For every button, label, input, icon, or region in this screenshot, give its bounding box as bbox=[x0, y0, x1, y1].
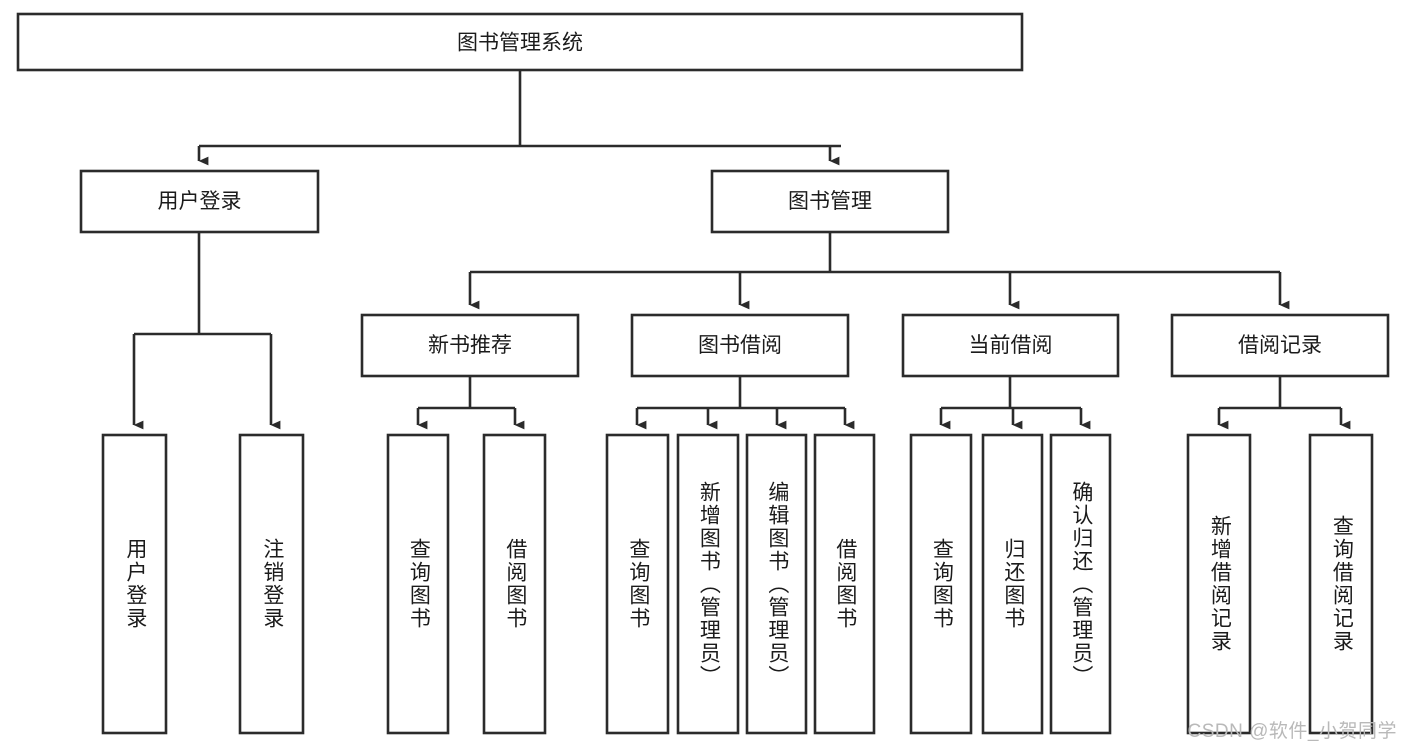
connector-root-to-level2 bbox=[197, 70, 841, 166]
leaf-node[interactable] bbox=[605, 433, 670, 735]
node-root-system[interactable]: 图书管理系统 bbox=[16, 12, 1024, 72]
connector-book-manage-to-level3 bbox=[468, 232, 1290, 310]
leaf-node[interactable] bbox=[745, 433, 808, 735]
leaf-node[interactable] bbox=[909, 433, 973, 735]
node-book-borrow-label: 图书借阅 bbox=[698, 334, 782, 357]
node-current-borrow-label: 当前借阅 bbox=[969, 334, 1053, 357]
leaf-node[interactable] bbox=[238, 433, 305, 735]
node-borrow-record-label: 借阅记录 bbox=[1238, 334, 1322, 357]
node-new-book-recommend[interactable]: 新书推荐 bbox=[360, 313, 580, 378]
connector-new-book-to-leaves bbox=[416, 376, 525, 430]
leaf-node[interactable] bbox=[482, 433, 547, 735]
leaf-node[interactable] bbox=[386, 433, 450, 735]
connector-borrow-record-to-leaves bbox=[1217, 376, 1351, 430]
leaf-node[interactable] bbox=[813, 433, 876, 735]
connector-current-borrow-to-leaves bbox=[939, 376, 1091, 430]
node-current-borrow[interactable]: 当前借阅 bbox=[901, 313, 1120, 378]
connector-borrow-to-leaves bbox=[635, 376, 855, 430]
node-user-login-label: 用户登录 bbox=[158, 190, 242, 213]
leaf-node[interactable] bbox=[981, 433, 1044, 735]
node-book-management[interactable]: 图书管理 bbox=[710, 169, 950, 234]
connector-user-login-to-leaves bbox=[132, 232, 281, 430]
node-user-login[interactable]: 用户登录 bbox=[79, 169, 320, 234]
leaf-node[interactable] bbox=[1308, 433, 1374, 735]
leaf-node[interactable] bbox=[1186, 433, 1252, 735]
node-book-management-label: 图书管理 bbox=[788, 190, 872, 213]
node-new-book-recommend-label: 新书推荐 bbox=[428, 334, 512, 357]
leaf-node[interactable] bbox=[101, 433, 168, 735]
leaf-node[interactable] bbox=[1049, 433, 1112, 735]
watermark-text: CSDN @软件_小贺同学 bbox=[1187, 721, 1397, 742]
leaf-node[interactable] bbox=[676, 433, 740, 735]
node-borrow-record[interactable]: 借阅记录 bbox=[1170, 313, 1390, 378]
node-book-borrow[interactable]: 图书借阅 bbox=[630, 313, 850, 378]
node-root-system-label: 图书管理系统 bbox=[457, 32, 583, 55]
